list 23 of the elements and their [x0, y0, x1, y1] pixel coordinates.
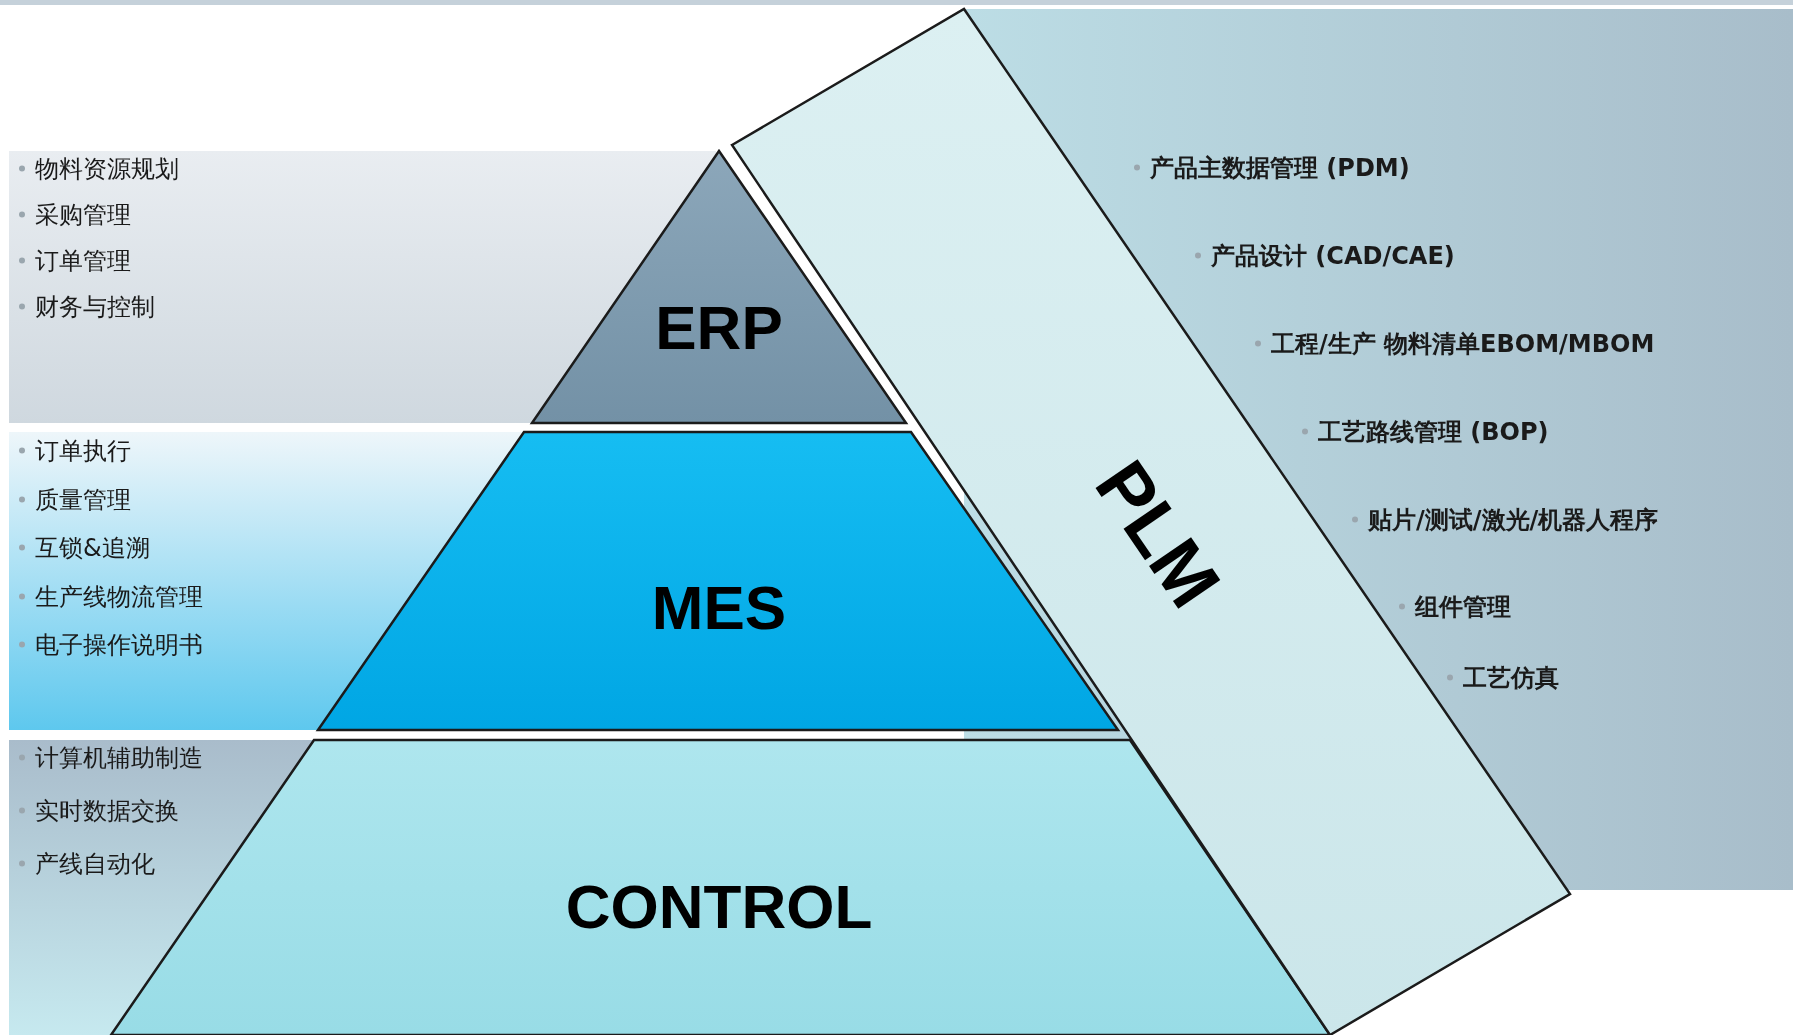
list-item: 贴片/测试/激光/机器人程序	[1350, 505, 1659, 535]
list-item: 计算机辅助制造	[17, 743, 203, 773]
list-item: 工艺路线管理 (BOP)	[1300, 417, 1549, 447]
list-item: 采购管理	[17, 200, 131, 230]
list-item: 产品设计 (CAD/CAE)	[1193, 241, 1455, 271]
list-item: 工程/生产 物料清单EBOM/MBOM	[1253, 329, 1655, 359]
list-item: 质量管理	[17, 485, 131, 514]
list-item: 财务与控制	[17, 292, 155, 322]
list-item: 订单管理	[17, 246, 131, 276]
list-item: 产品主数据管理 (PDM)	[1132, 153, 1410, 183]
list-item: 订单执行	[17, 436, 131, 466]
list-item: 组件管理	[1397, 592, 1511, 622]
list-item: 工艺仿真	[1445, 663, 1559, 693]
layer-title: CONTROL	[565, 870, 873, 942]
layer-title: ERP	[655, 291, 783, 363]
list-item: 电子操作说明书	[17, 630, 203, 660]
list-item: 实时数据交换	[17, 796, 179, 826]
list-item: 产线自动化	[17, 849, 155, 879]
list-item: 生产线物流管理	[17, 582, 203, 611]
list-item: 物料资源规划	[17, 154, 179, 184]
layer-title: MES	[651, 571, 787, 643]
pyramid-layer	[532, 151, 906, 423]
list-item: 互锁&追溯	[17, 533, 150, 563]
